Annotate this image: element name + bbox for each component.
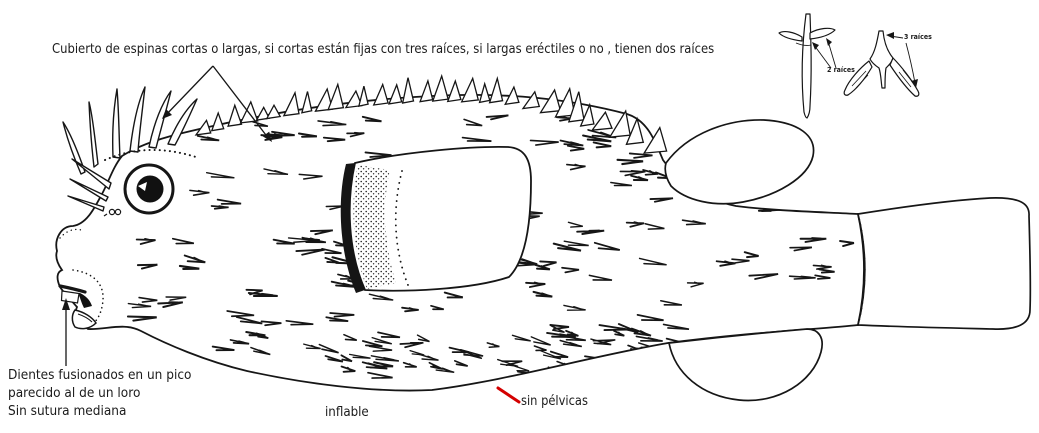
caudal-fin	[856, 197, 1032, 330]
label-no-pelvics: sin pélvicas	[521, 393, 588, 409]
teeth-arrowhead	[62, 298, 70, 310]
label-three-roots: 3 raíces	[904, 33, 932, 41]
dorsal-fin	[664, 119, 815, 205]
eye	[103, 149, 200, 217]
teeth-annotation: Dientes fusionados en un pico parecido a…	[8, 366, 191, 420]
teeth-annotation-line-2: parecido al de un loro	[8, 385, 141, 401]
spine-detail-two-roots	[778, 13, 837, 119]
spines-annotation: Cubierto de espinas cortas o largas, si …	[52, 41, 715, 57]
label-two-roots: 2 raíces	[827, 66, 855, 74]
anal-fin	[667, 328, 823, 402]
teeth-annotation-line-3: Sin sutura mediana	[8, 403, 127, 419]
back-spines	[194, 73, 668, 154]
teeth-annotation-line-1: Dientes fusionados en un pico	[8, 367, 192, 383]
annotation-arrows	[62, 65, 272, 366]
head-spines	[62, 86, 198, 212]
nostril	[103, 208, 122, 217]
caudal-peduncle-dotted-line	[857, 213, 866, 326]
label-inflatable: inflable	[325, 404, 369, 420]
no-pelvics-leader-line	[496, 386, 521, 404]
beak-mouth	[58, 228, 104, 330]
spine-detail-three-roots	[843, 30, 920, 97]
pectoral-fin	[340, 145, 532, 293]
